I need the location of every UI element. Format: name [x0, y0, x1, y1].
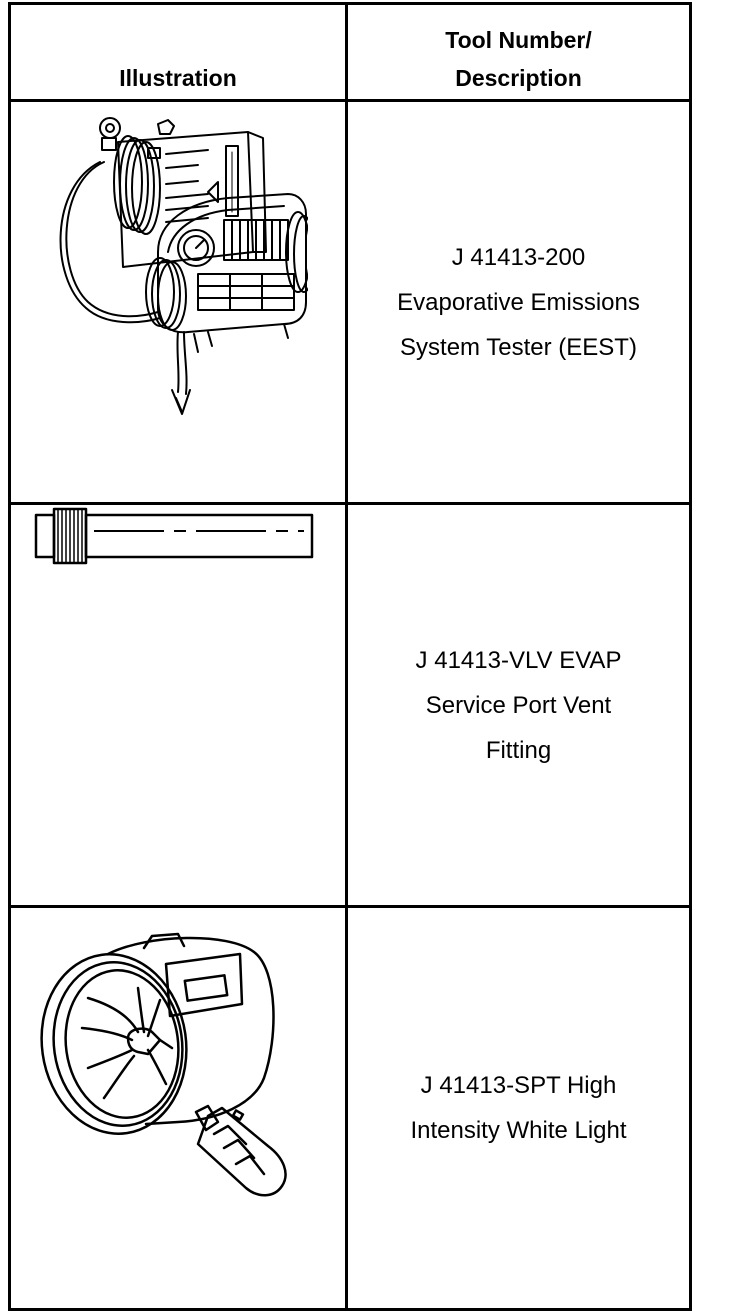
special-tools-table: Illustration Tool Number/ Description	[8, 2, 692, 1311]
illustration	[11, 505, 345, 905]
description-cell: J 41413-VLV EVAP Service Port Vent Fitti…	[345, 502, 692, 908]
illustration-cell	[8, 99, 348, 505]
table-header-row: Illustration Tool Number/ Description	[8, 2, 692, 102]
table-row: J 41413-200 Evaporative Emissions System…	[8, 99, 692, 505]
evap-emissions-tester-icon	[59, 117, 308, 415]
illustration	[11, 908, 345, 1308]
tool-description: J 41413-VLV EVAP Service Port Vent Fitti…	[415, 646, 622, 764]
description-cell: J 41413-200 Evaporative Emissions System…	[345, 99, 692, 505]
vent-fitting-icon	[34, 507, 314, 565]
illustration	[11, 102, 345, 502]
tool-header-label: Tool Number/ Description	[445, 27, 592, 91]
illustration-header-label: Illustration	[119, 65, 237, 91]
description-cell: J 41413-SPT High Intensity White Light	[345, 905, 692, 1311]
tool-description: J 41413-SPT High Intensity White Light	[410, 1072, 627, 1144]
table-row: J 41413-VLV EVAP Service Port Vent Fitti…	[8, 502, 692, 908]
white-light-icon	[40, 932, 287, 1197]
illustration-cell	[8, 502, 348, 908]
tool-column-header: Tool Number/ Description	[345, 2, 692, 102]
tool-description: J 41413-200 Evaporative Emissions System…	[397, 243, 640, 361]
illustration-column-header: Illustration	[8, 2, 348, 102]
table-row: J 41413-SPT High Intensity White Light	[8, 905, 692, 1311]
illustration-cell	[8, 905, 348, 1311]
